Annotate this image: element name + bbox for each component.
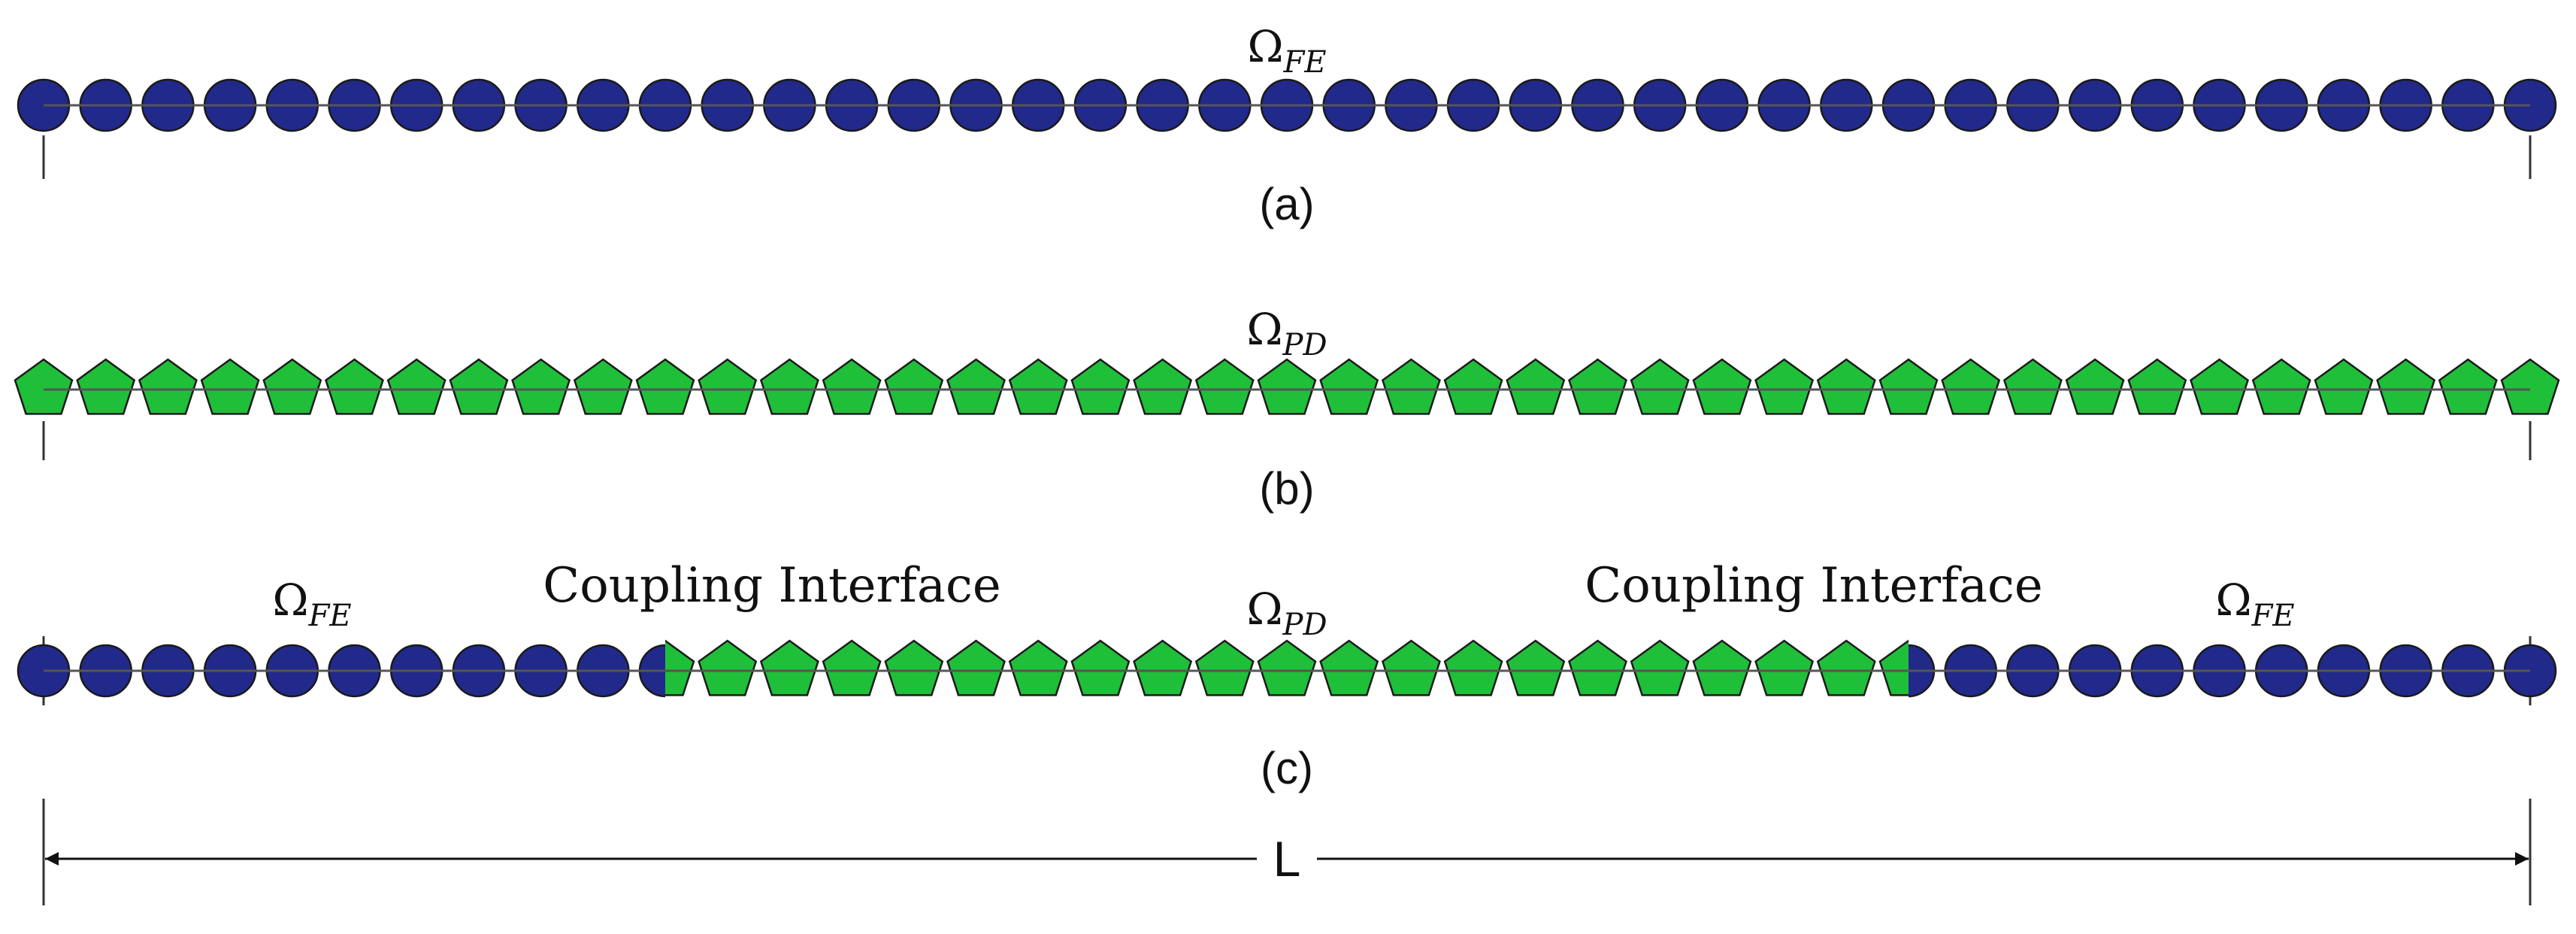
pd-node (1816, 358, 1876, 415)
row-a: ΩFE (a) (17, 21, 2557, 229)
pd-node (2127, 358, 2187, 415)
row-c-pd-label: ΩPD (1246, 584, 1327, 642)
pd-node (822, 358, 882, 415)
pd-node (1692, 639, 1752, 696)
pd-node (698, 358, 758, 415)
pd-node (1630, 639, 1690, 696)
pd-node (1319, 639, 1379, 696)
pd-node (1319, 358, 1379, 415)
row-a-caption: (a) (1259, 179, 1314, 229)
dimension-label: L (1273, 831, 1301, 887)
pd-node (200, 358, 260, 415)
pd-node (76, 358, 136, 415)
row-b: ΩPD (b) (14, 304, 2560, 514)
pd-node (1008, 639, 1068, 696)
pd-node (1257, 639, 1317, 696)
row-c-chain (17, 636, 2557, 705)
pd-node (698, 639, 758, 696)
pd-node (1568, 639, 1627, 696)
pd-node (2376, 358, 2436, 415)
pd-node (1941, 358, 2001, 415)
pd-node (1381, 639, 1441, 696)
row-b-caption: (b) (1259, 463, 1314, 514)
pd-node (1692, 358, 1752, 415)
row-c-right-fe-label: ΩFE (2215, 575, 2294, 633)
pd-node (138, 358, 198, 415)
pd-node (884, 639, 944, 696)
pd-node (2065, 358, 2125, 415)
pd-node (1194, 639, 1255, 696)
row-c-right-interface-label: Coupling Interface (1585, 558, 2042, 614)
pd-node (573, 358, 633, 415)
pd-node (759, 358, 819, 415)
pd-node (1133, 358, 1193, 415)
pd-node (1008, 358, 1068, 415)
pd-node (1754, 358, 1815, 415)
row-a-domain-label: ΩFE (1247, 21, 1326, 80)
pd-node (2190, 358, 2249, 415)
pd-node (1381, 358, 1441, 415)
pd-node (1443, 639, 1503, 696)
pd-node (2438, 358, 2498, 415)
row-b-domain-label: ΩPD (1246, 304, 1327, 362)
pd-node (1568, 358, 1627, 415)
row-a-chain (17, 78, 2557, 179)
pd-node (1506, 639, 1566, 696)
row-c-left-interface-label: Coupling Interface (543, 558, 1000, 614)
row-c: ΩFE Coupling Interface ΩPD Coupling Inte… (17, 558, 2557, 793)
pd-node (884, 358, 944, 415)
pd-node (14, 358, 74, 415)
pd-node (1630, 358, 1690, 415)
row-c-left-fe-label: ΩFE (272, 575, 351, 633)
pd-node (449, 358, 509, 415)
pd-node (1443, 358, 1503, 415)
pd-node (1070, 639, 1131, 696)
pd-node (1506, 358, 1566, 415)
pd-node (635, 358, 695, 415)
pd-node (262, 358, 322, 415)
pd-node (1816, 639, 1876, 696)
pd-node (511, 358, 571, 415)
pd-node (822, 639, 882, 696)
pd-node (1194, 358, 1255, 415)
pd-node (2002, 358, 2063, 415)
length-dimension: L (42, 799, 2532, 905)
pd-node (946, 639, 1006, 696)
pd-node (325, 358, 384, 415)
pd-node (1133, 639, 1193, 696)
pd-node (759, 639, 819, 696)
pd-node (2314, 358, 2374, 415)
pd-node (386, 358, 446, 415)
row-c-caption: (c) (1261, 743, 1313, 793)
pd-node (1878, 358, 1939, 415)
pd-node (2251, 358, 2311, 415)
row-b-chain (14, 358, 2560, 460)
pd-node (1070, 358, 1131, 415)
pd-node (946, 358, 1006, 415)
interface-node (638, 639, 695, 698)
interface-node (1878, 639, 1936, 698)
pd-node (1257, 358, 1317, 415)
pd-node (2500, 358, 2560, 415)
pd-node (1754, 639, 1815, 696)
